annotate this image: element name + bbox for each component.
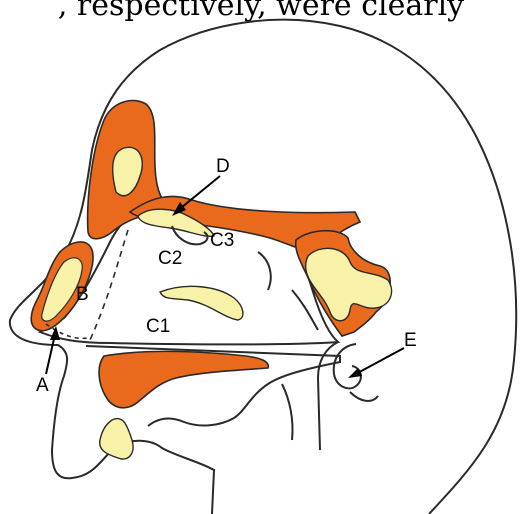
hard-palate [99, 351, 268, 407]
label-c1: C1 [146, 316, 170, 337]
tooth [100, 419, 133, 459]
eustachian-tube-opening [334, 344, 361, 388]
eustachian-curl [350, 392, 378, 401]
label-a: A [36, 375, 49, 396]
arrow-e [348, 348, 404, 378]
pharynx-inner [282, 384, 293, 440]
pharynx-outline [318, 342, 338, 450]
label-b: B [76, 284, 89, 305]
label-e: E [404, 330, 417, 351]
label-c2: C2 [158, 248, 182, 269]
arrow-a [46, 326, 60, 374]
label-c3: C3 [210, 230, 234, 251]
middle-turbinate [160, 286, 243, 320]
dashed-line-b [90, 230, 128, 340]
turbinate-wall-1 [258, 252, 271, 290]
label-d: D [216, 156, 230, 177]
